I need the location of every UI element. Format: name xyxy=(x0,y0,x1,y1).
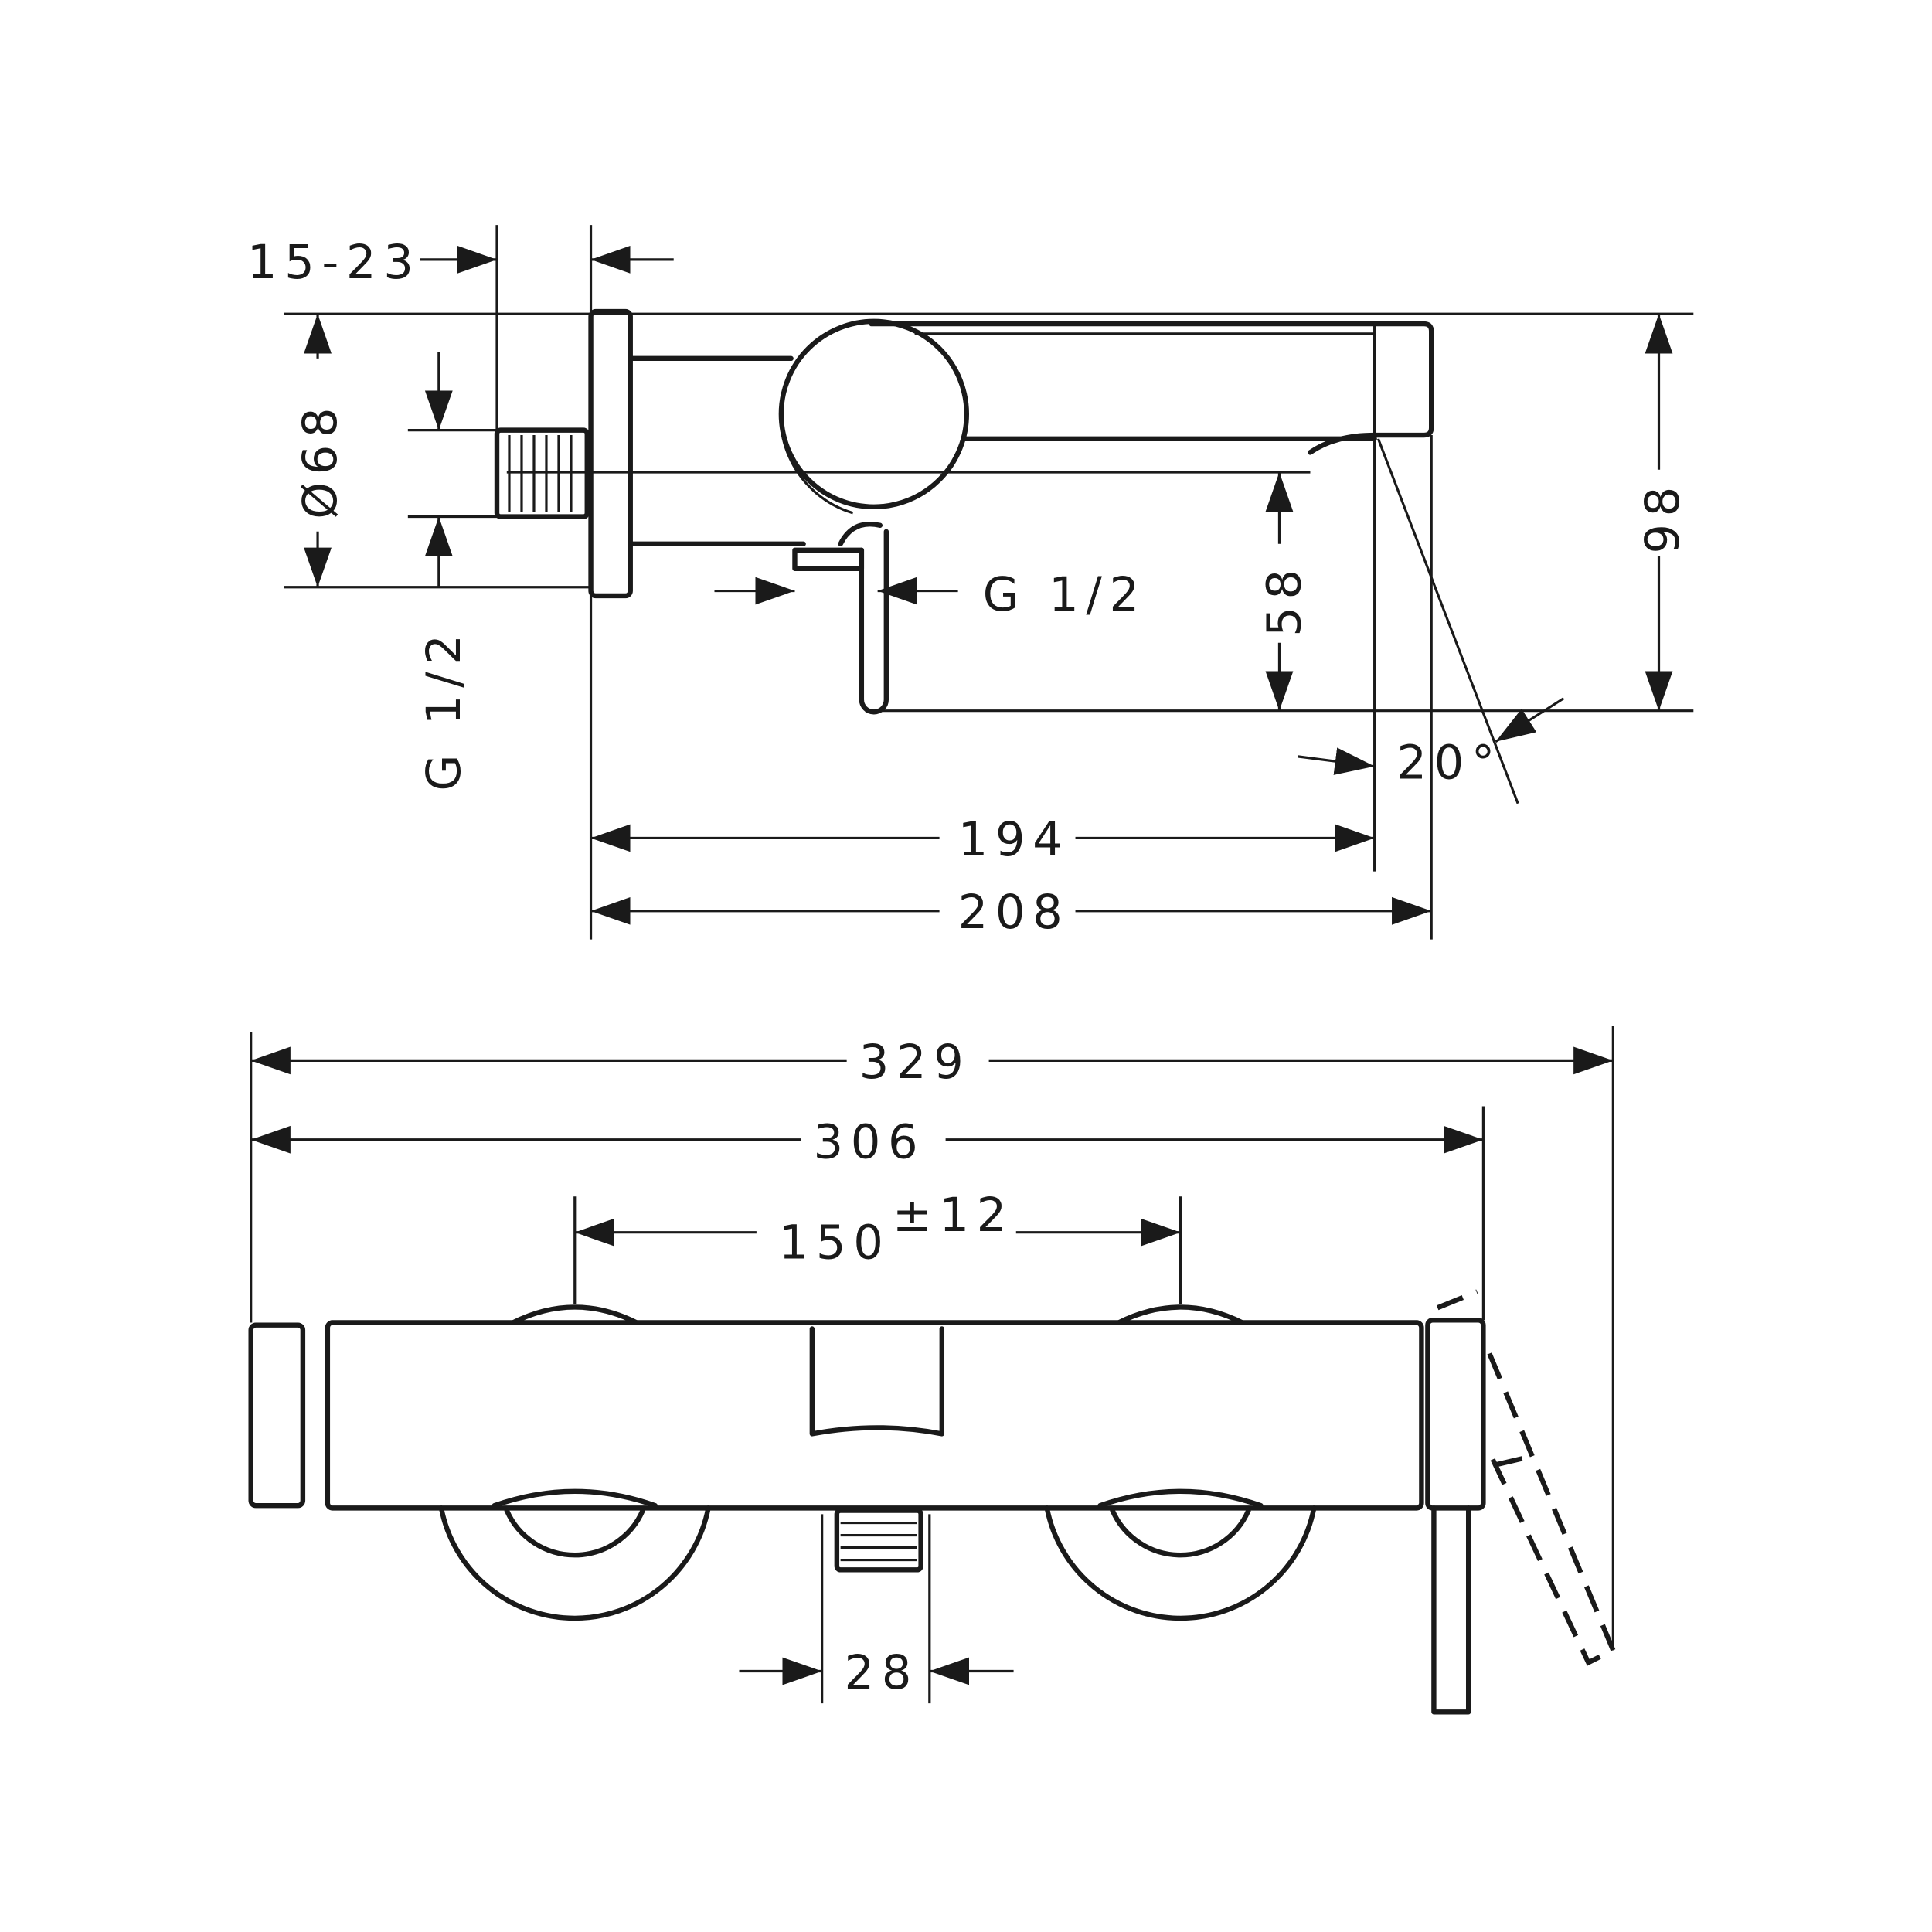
side-view: 15-23 Ø68 G 1/2 G 1/2 58 98 20° 194 208 xyxy=(247,225,1694,940)
dim-total-width: 329 xyxy=(859,1036,971,1090)
dim-outlet-width: 28 xyxy=(844,1646,919,1700)
spout-top-line xyxy=(914,332,1376,436)
left-end-cap xyxy=(248,1322,306,1509)
lever xyxy=(859,529,889,715)
angle-line xyxy=(1376,438,1519,804)
dim-rosette-diameter: Ø68 xyxy=(294,400,348,519)
dim-spout-projection: 194 xyxy=(958,813,1070,867)
right-end-cap xyxy=(1425,1318,1486,1511)
dim-body-width: 306 xyxy=(813,1116,925,1170)
spout xyxy=(869,321,1434,455)
lever-swing-dashed xyxy=(1437,1289,1617,1666)
front-extension-lines xyxy=(250,1026,1614,1704)
dim-total-height: 98 xyxy=(1636,479,1690,554)
left-inlet xyxy=(438,1304,711,1621)
dim-inlet-tolerance: ±12 xyxy=(893,1189,1014,1243)
dim-outlet-thread: G 1/2 xyxy=(983,568,1147,622)
body-pipe xyxy=(628,355,806,546)
lever-front xyxy=(1431,1505,1471,1715)
diverter-block xyxy=(809,1326,945,1437)
mixer-body xyxy=(325,1320,1424,1511)
dim-inlet-spacing: 150 xyxy=(779,1216,891,1270)
outlet-thread xyxy=(834,1508,923,1573)
right-inlet xyxy=(1044,1304,1317,1621)
dim-inlet-thread: G 1/2 xyxy=(417,627,471,791)
wall-rosette xyxy=(588,308,633,599)
handle-outline xyxy=(779,370,854,515)
dim-outlet-height: 58 xyxy=(1258,562,1312,637)
inlet-thread xyxy=(494,427,590,519)
dim-total-projection: 208 xyxy=(958,886,1070,940)
lever-nut xyxy=(792,522,883,571)
dim-spout-angle: 20° xyxy=(1396,736,1502,791)
front-view: 329 306 150 ±12 28 xyxy=(248,1026,1617,1715)
dim-wall-depth: 15-23 xyxy=(247,236,421,290)
handle-circle xyxy=(778,318,969,509)
